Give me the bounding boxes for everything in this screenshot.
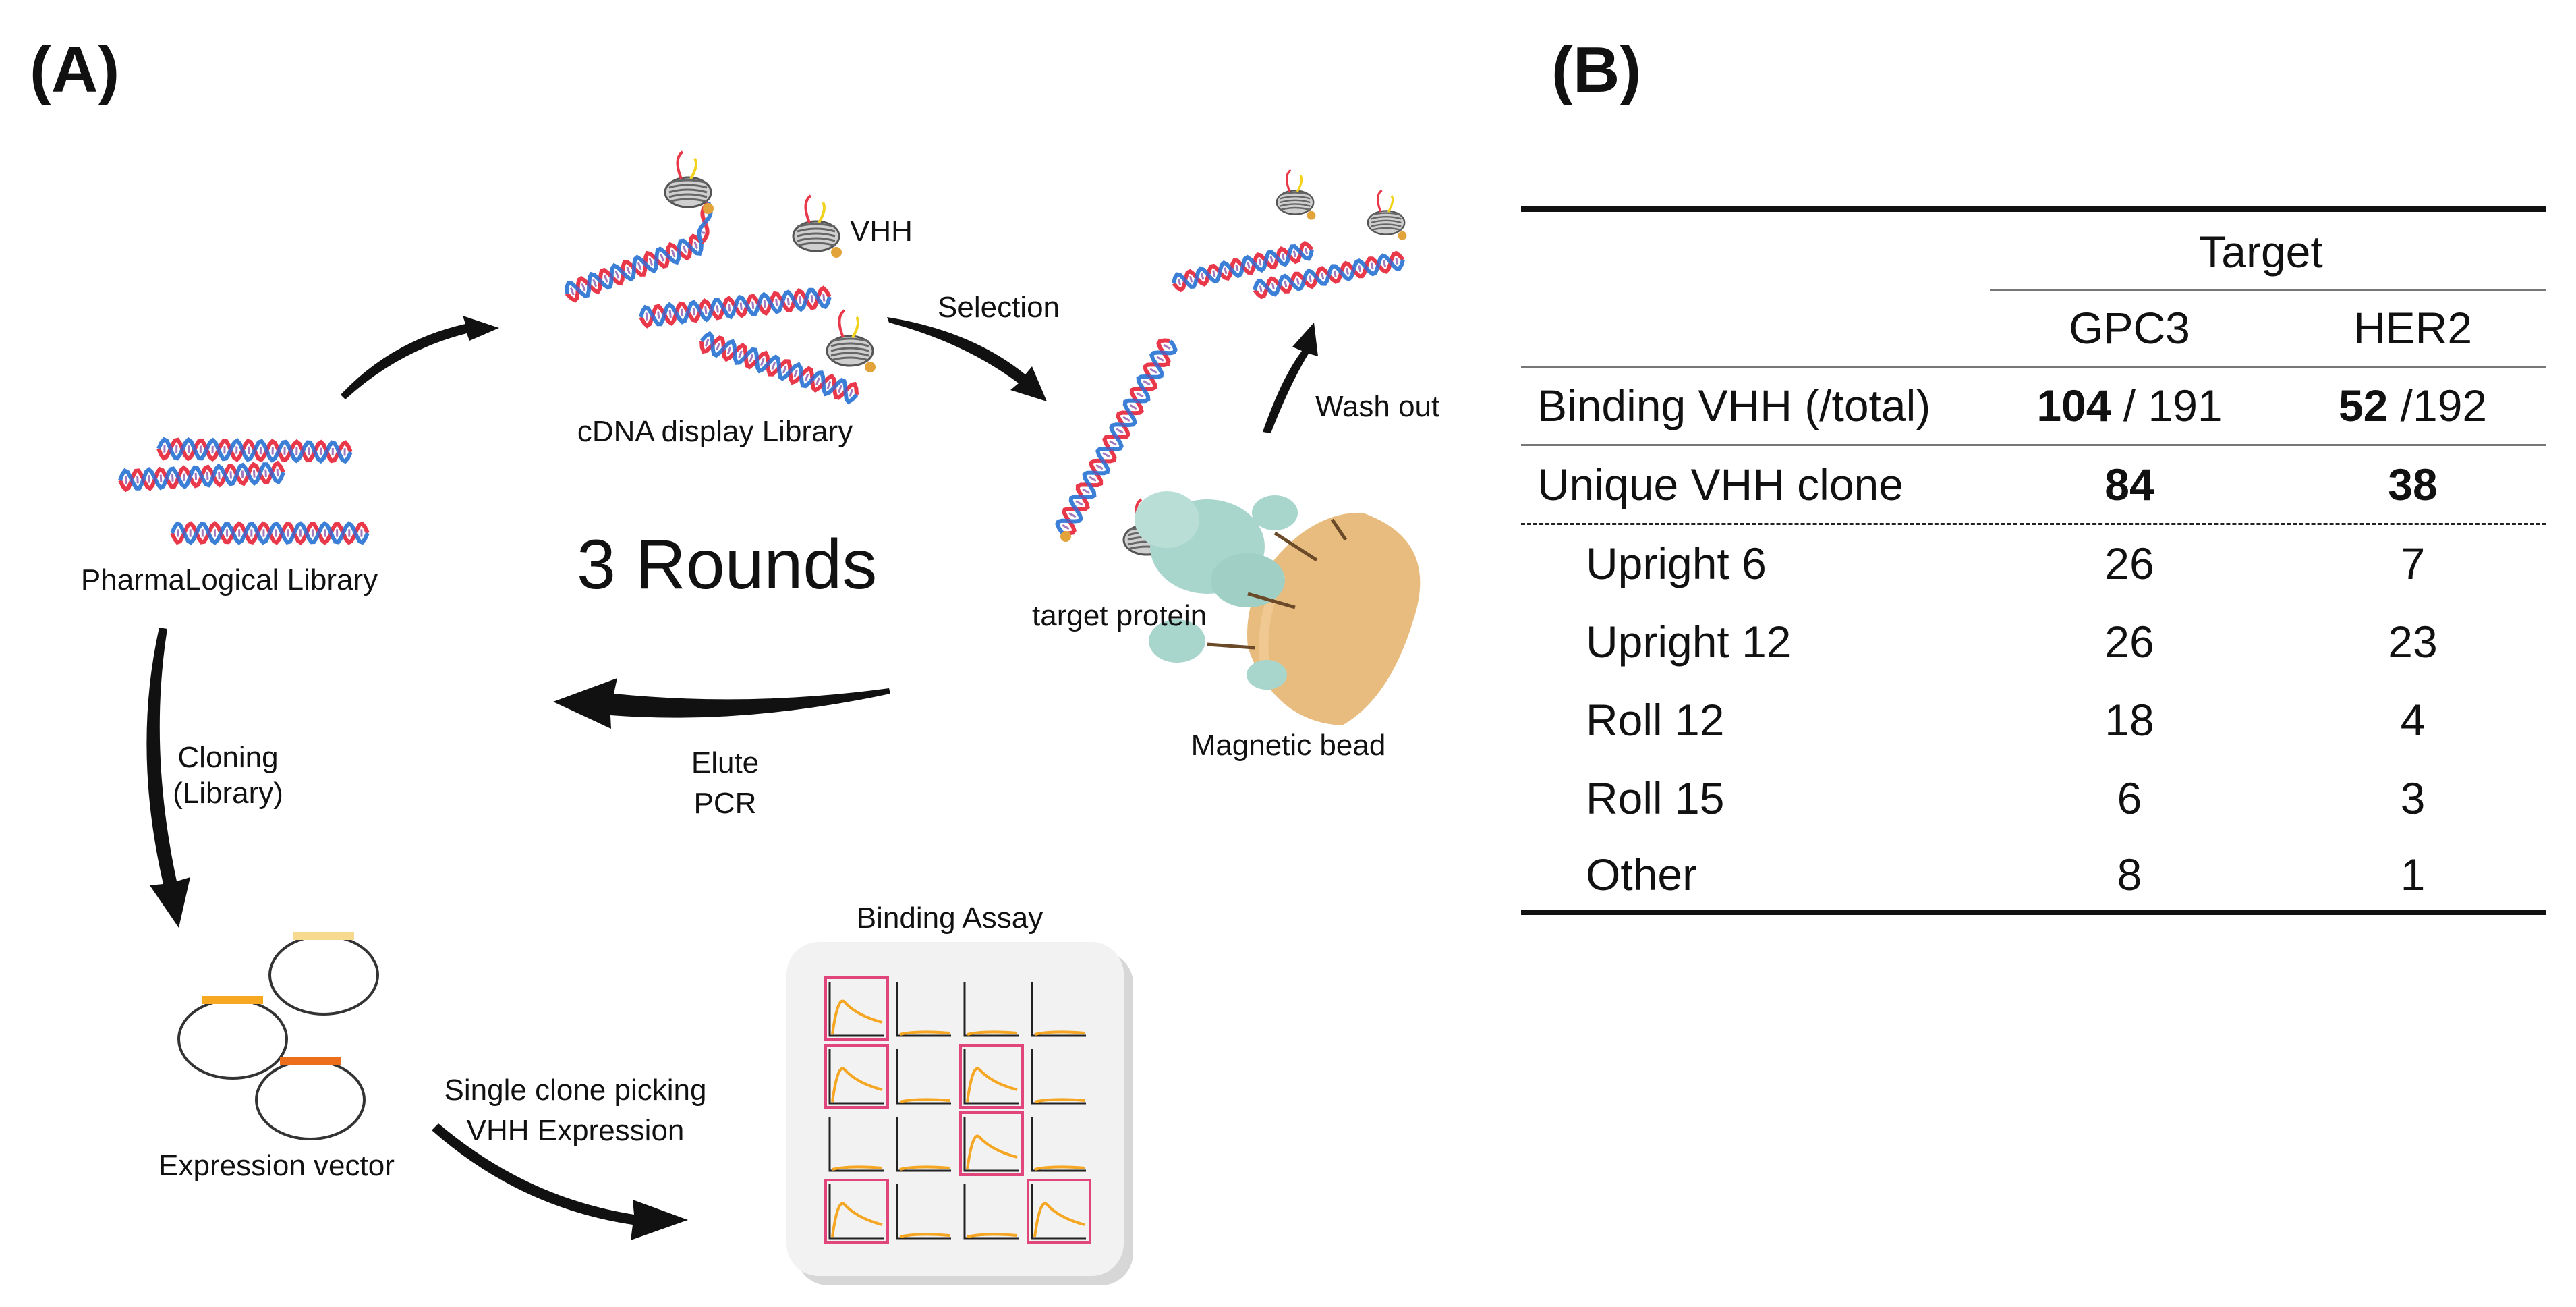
magnetic-bead-icon xyxy=(1247,512,1421,725)
arrow-to-assay xyxy=(432,1123,688,1240)
dashed-rule xyxy=(1521,523,2546,525)
cell-binding-gpc3-total: / 191 xyxy=(2111,381,2223,430)
cdna-library-label: cDNA display Library xyxy=(577,415,853,448)
elute-label: Elute xyxy=(691,746,760,779)
panel-a-diagram xyxy=(118,150,1421,1285)
cell-upright-6-gpc3: 26 xyxy=(2105,538,2154,588)
binding-assay-label: Binding Assay xyxy=(856,901,1043,935)
arrow-to-cdna-library xyxy=(341,316,499,399)
target-header-rule xyxy=(1990,289,2546,291)
wash-out-label: Wash out xyxy=(1315,390,1440,423)
vhh-label: VHH xyxy=(850,215,913,248)
target-protein-icon xyxy=(1135,491,1348,690)
expression-vector-icons xyxy=(177,932,379,1140)
header-rule xyxy=(1521,366,2546,368)
table-top-rule xyxy=(1521,206,2546,212)
column-header-her2: HER2 xyxy=(2353,303,2473,353)
cell-roll-12-her2: 4 xyxy=(2400,695,2426,745)
expression-vector-label: Expression vector xyxy=(159,1149,395,1182)
vhh-expression-label: VHH Expression xyxy=(466,1114,685,1147)
cell-roll-12-gpc3: 18 xyxy=(2105,695,2154,745)
pharmalogical-library-label: PharmaLogical Library xyxy=(80,563,378,596)
cell-upright-12-gpc3: 26 xyxy=(2105,617,2154,667)
binding-rule xyxy=(1521,444,2546,446)
cell-upright-12-her2: 23 xyxy=(2388,617,2438,667)
cell-binding-gpc3: 104 / 191 xyxy=(2036,383,2222,428)
washed-strands xyxy=(1172,240,1405,300)
column-header-gpc3: GPC3 xyxy=(2069,303,2190,353)
cell-binding-her2: 52 /192 xyxy=(2339,383,2487,428)
pharmalogical-library-strands xyxy=(118,437,370,545)
cell-roll-15-gpc3: 6 xyxy=(2117,773,2142,823)
target-protein-label: target protein xyxy=(1032,599,1207,632)
row-label-unique-vhh: Unique VHH clone xyxy=(1537,460,1904,509)
target-header: Target xyxy=(2199,227,2323,277)
panel-b-label: (B) xyxy=(1551,34,1642,106)
vhh-icon xyxy=(664,150,1407,561)
cell-unique-her2: 38 xyxy=(2388,460,2438,509)
cloning-sub-label: (Library) xyxy=(173,777,283,810)
binding-assay-panel xyxy=(786,942,1133,1285)
cell-other-gpc3: 8 xyxy=(2117,850,2142,899)
row-label-upright-6: Upright 6 xyxy=(1586,538,1767,588)
magnetic-bead-label: Magnetic bead xyxy=(1191,729,1386,762)
table-bottom-rule xyxy=(1521,910,2546,915)
cdna-library-strands xyxy=(565,200,859,405)
arrow-elute-pcr xyxy=(553,678,890,729)
cell-upright-6-her2: 7 xyxy=(2400,538,2426,588)
bound-strand xyxy=(1055,338,1178,536)
row-label-other: Other xyxy=(1586,850,1698,899)
cell-unique-gpc3: 84 xyxy=(2105,460,2154,509)
single-clone-label: Single clone picking xyxy=(444,1074,707,1107)
cell-binding-her2-count: 52 xyxy=(2338,381,2388,430)
row-label-roll-15: Roll 15 xyxy=(1586,773,1725,823)
panel-a-label: (A) xyxy=(30,34,120,106)
arrow-cloning xyxy=(146,628,190,928)
cell-roll-15-her2: 3 xyxy=(2400,773,2426,823)
arrow-selection xyxy=(887,317,1047,401)
cell-binding-her2-total: /192 xyxy=(2388,381,2488,430)
cell-other-her2: 1 xyxy=(2400,850,2426,899)
arrow-wash-out xyxy=(1263,323,1318,433)
row-label-upright-12: Upright 12 xyxy=(1586,617,1792,667)
selection-label: Selection xyxy=(938,291,1060,324)
cell-binding-gpc3-count: 104 xyxy=(2036,381,2111,430)
cloning-label: Cloning xyxy=(177,741,279,774)
row-label-roll-12: Roll 12 xyxy=(1586,695,1725,745)
vhh-results-table: Target GPC3 HER2 Binding VHH (/total) 10… xyxy=(1521,202,2546,918)
rounds-label: 3 Rounds xyxy=(577,526,878,604)
pcr-label: PCR xyxy=(693,787,757,820)
row-label-binding-vhh: Binding VHH (/total) xyxy=(1537,381,1931,430)
